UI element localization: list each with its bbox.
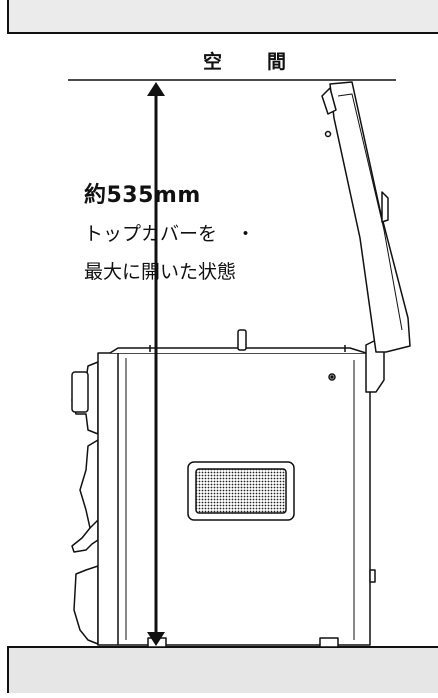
arrowhead-bottom [147, 632, 165, 646]
arrowhead-top [147, 82, 165, 96]
top-cover-hinge-pin [324, 130, 332, 138]
floor-panel [7, 646, 438, 698]
steam-valve [237, 329, 247, 351]
ceiling-panel [7, 0, 438, 34]
foot-front [319, 637, 339, 648]
ceiling-space-label: 空 間 [203, 51, 300, 73]
top-cover-open [321, 81, 411, 353]
dimension-caption-line-2: 最大に開いた状態 [84, 261, 237, 283]
body-top-rim [109, 347, 367, 354]
dimension-caption-line-1: トップカバーを ・ [84, 223, 256, 245]
appliance-side-view [71, 329, 385, 648]
side-vent-grille [195, 468, 287, 514]
top-cover-hinge-tab [321, 87, 337, 115]
rear-bump-bottom [73, 565, 99, 645]
top-cover-handle [381, 191, 389, 223]
rear-handle-lower [71, 519, 99, 553]
top-cover-inner-line [337, 93, 403, 331]
dimension-arrow [147, 82, 165, 646]
clearance-dimension-value: 約535mm [84, 183, 201, 208]
rear-bump-middle [79, 439, 99, 533]
front-detail [369, 569, 376, 583]
top-cover-outer [329, 81, 411, 353]
rear-knob-top [71, 371, 89, 413]
